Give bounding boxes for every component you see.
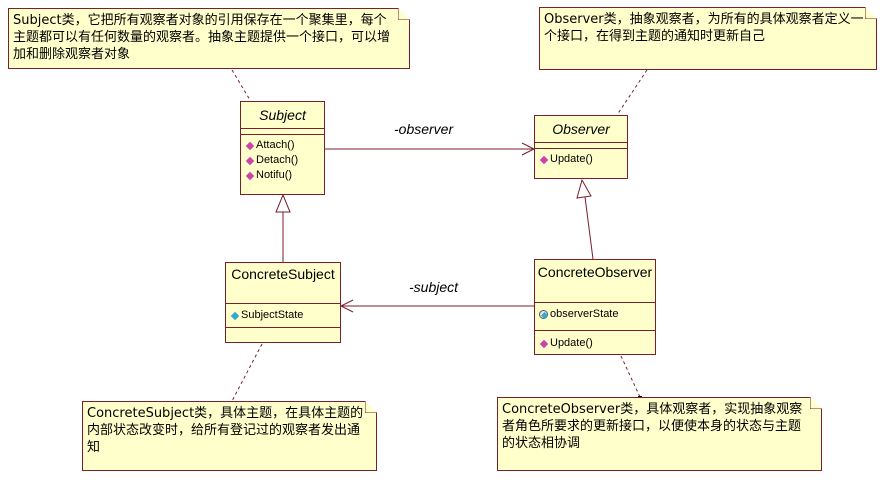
- attribute-label: observerState: [550, 308, 619, 320]
- class-subject-attributes: [241, 128, 324, 134]
- concrete-observer-note-anchor: [620, 355, 641, 398]
- attribute-label: SubjectState: [241, 309, 304, 321]
- attribute-row: observerState: [539, 307, 651, 322]
- class-concrete-observer-operations: Update(): [535, 330, 655, 353]
- private-attribute-icon: [539, 310, 549, 320]
- note-fold-icon: [865, 7, 877, 19]
- generalization-observer-line: [584, 196, 594, 260]
- role-label-observer: -observer: [394, 121, 454, 137]
- class-concrete-observer-name: ConcreteObserver: [537, 264, 653, 280]
- concrete-subject-note[interactable]: ConcreteSubject类，具体主题，在具体主题的内部状态改变时，给所有登…: [82, 401, 377, 471]
- class-concrete-subject-operations: [226, 327, 340, 336]
- class-concrete-observer-attributes: observerState: [535, 302, 655, 330]
- observer-note[interactable]: Observer类，抽象观察者，为所有的具体观察者定义一个接口，在得到主题的通知…: [539, 7, 877, 70]
- generalization-observer-triangle: [576, 178, 592, 199]
- subject-note[interactable]: Subject类，它把所有观察者对象的引用保存在一个聚集里，每个主题都可以有任何…: [8, 8, 410, 69]
- observer-note-text: Observer类，抽象观察者，为所有的具体观察者定义一个接口，在得到主题的通知…: [544, 12, 864, 44]
- operation-row: Notifu(): [245, 168, 320, 183]
- note-fold-icon: [365, 401, 377, 413]
- class-observer[interactable]: Observer Update(): [534, 115, 628, 179]
- class-subject-operations: Attach() Detach() Notifu(): [241, 134, 324, 185]
- concrete-observer-note[interactable]: ConcreteObserver类，具体观察者，实现抽象观察者角色所要求的更新接…: [497, 397, 822, 471]
- subject-note-anchor: [231, 69, 251, 101]
- class-observer-operations: Update(): [535, 148, 627, 169]
- class-observer-name: Observer: [552, 121, 610, 137]
- operation-row: Attach(): [245, 138, 320, 153]
- operation-label: Detach(): [256, 154, 299, 166]
- concrete-observer-note-text: ConcreteObserver类，具体观察者，实现抽象观察者角色所要求的更新接…: [502, 402, 803, 451]
- role-label-subject: -subject: [409, 279, 459, 295]
- operation-icon: [539, 155, 549, 164]
- operation-row: Update(): [539, 152, 623, 167]
- association-subject-arrowhead: [339, 299, 354, 313]
- attribute-row: SubjectState: [230, 308, 336, 323]
- operation-label: Attach(): [256, 139, 295, 151]
- operation-label: Update(): [550, 337, 593, 349]
- generalization-subject-triangle: [275, 193, 291, 213]
- operation-icon: [539, 339, 549, 348]
- subject-note-text: Subject类，它把所有观察者对象的引用保存在一个聚集里，每个主题都可以有任何…: [13, 13, 391, 62]
- observer-note-anchor: [616, 69, 648, 116]
- class-observer-attributes: [535, 142, 627, 148]
- operation-icon: [245, 156, 255, 165]
- class-subject[interactable]: Subject Attach() Detach() Notifu(): [240, 101, 325, 195]
- operation-row: Update(): [539, 336, 651, 351]
- class-concrete-subject-name: ConcreteSubject: [231, 266, 335, 282]
- concrete-subject-note-text: ConcreteSubject类，具体主题，在具体主题的内部状态改变时，给所有登…: [87, 406, 364, 455]
- attribute-icon: [230, 311, 240, 320]
- class-concrete-subject[interactable]: ConcreteSubject SubjectState: [225, 262, 341, 343]
- note-fold-icon: [810, 397, 822, 409]
- operation-label: Update(): [550, 153, 593, 165]
- class-subject-name: Subject: [259, 107, 306, 123]
- class-concrete-observer[interactable]: ConcreteObserver observerState Update(): [534, 259, 656, 355]
- concrete-subject-note-anchor: [231, 343, 263, 402]
- operation-label: Notifu(): [256, 169, 293, 181]
- operation-row: Detach(): [245, 153, 320, 168]
- class-concrete-subject-attributes: SubjectState: [226, 303, 340, 327]
- operation-icon: [245, 171, 255, 180]
- operation-icon: [245, 141, 255, 150]
- note-fold-icon: [398, 8, 410, 20]
